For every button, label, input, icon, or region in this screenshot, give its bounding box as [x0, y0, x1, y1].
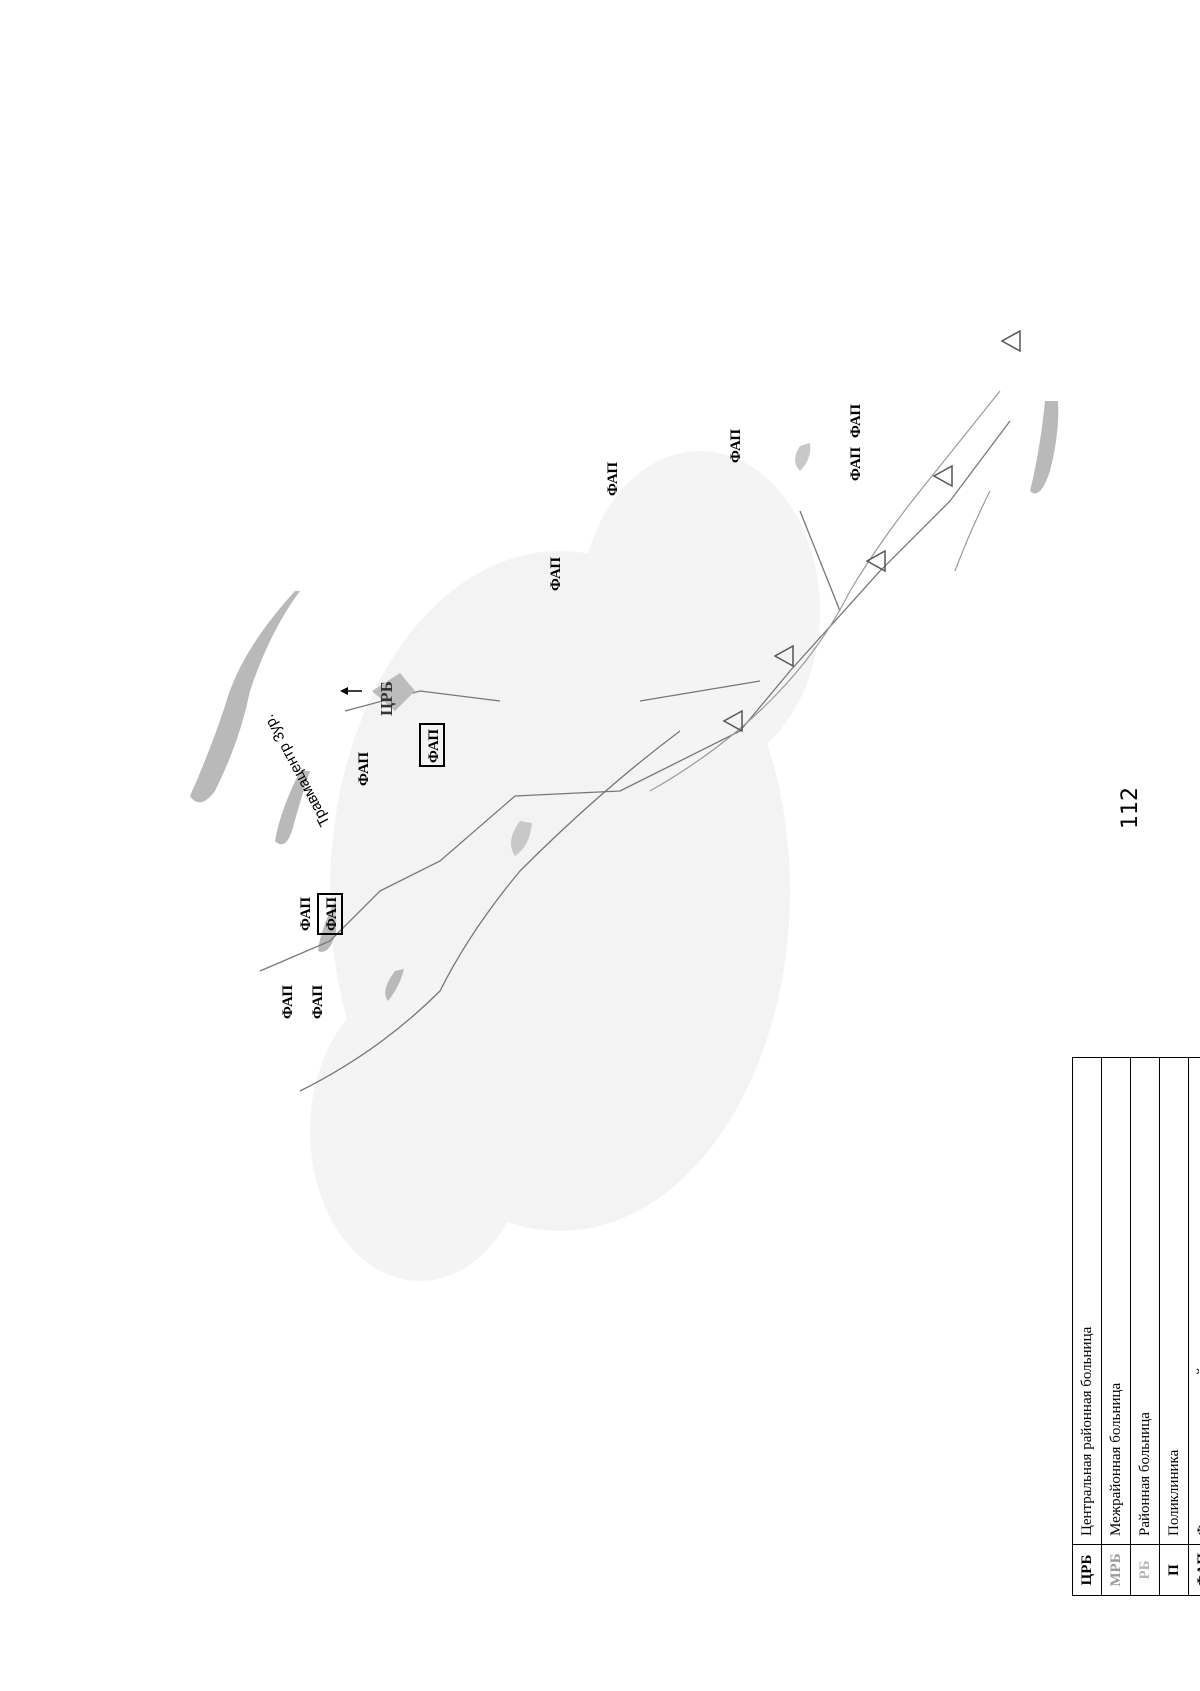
svg-text:ФАП: ФАП: [280, 985, 296, 1019]
legend-symbol: ФАП: [1188, 1544, 1200, 1596]
svg-text:ФАП: ФАП: [605, 462, 621, 496]
ambulatory-markers: [722, 329, 1021, 733]
svg-text:ЦРБ: ЦРБ: [377, 681, 396, 716]
legend-symbol: П: [1159, 1544, 1189, 1596]
fap-labels: ФАП ФАП ФАП ФАП ФАП ФАП ФАП ФАП ФАП: [280, 404, 864, 1019]
new-fap-boxes: [317, 723, 445, 935]
legend-symbol: МРБ: [1101, 1544, 1131, 1596]
svg-text:ФАП: ФАП: [356, 752, 372, 786]
new-fap-labels: ФАП ФАП: [324, 729, 442, 931]
legend-symbol: ЦРБ: [1072, 1544, 1102, 1596]
legend-label: Районная больница: [1130, 1057, 1160, 1545]
legend-label: Центральная районная больница: [1072, 1057, 1102, 1545]
svg-text:ФАП: ФАП: [426, 729, 442, 763]
roads: [259, 420, 1011, 1092]
legend-label: Межрайонная больница: [1101, 1057, 1131, 1545]
land-texture: [310, 451, 820, 1281]
legend-label: Фельдшерско-акушерский пункт: [1188, 1057, 1200, 1545]
legend-label: Поликлиника: [1159, 1057, 1189, 1545]
svg-text:ФАП: ФАП: [728, 429, 744, 463]
svg-text:ФАП: ФАП: [310, 985, 326, 1019]
svg-text:ФАП: ФАП: [324, 897, 340, 931]
svg-text:ФАП: ФАП: [848, 447, 864, 481]
svg-text:ФАП: ФАП: [298, 897, 314, 931]
svg-text:ФАП: ФАП: [548, 557, 564, 591]
svg-text:ФАП: ФАП: [848, 404, 864, 438]
crb-marker: ЦРБ: [340, 673, 415, 716]
river: [649, 390, 1001, 792]
legend-symbol: РБ: [1130, 1544, 1160, 1596]
page-number: 112: [1118, 787, 1143, 829]
